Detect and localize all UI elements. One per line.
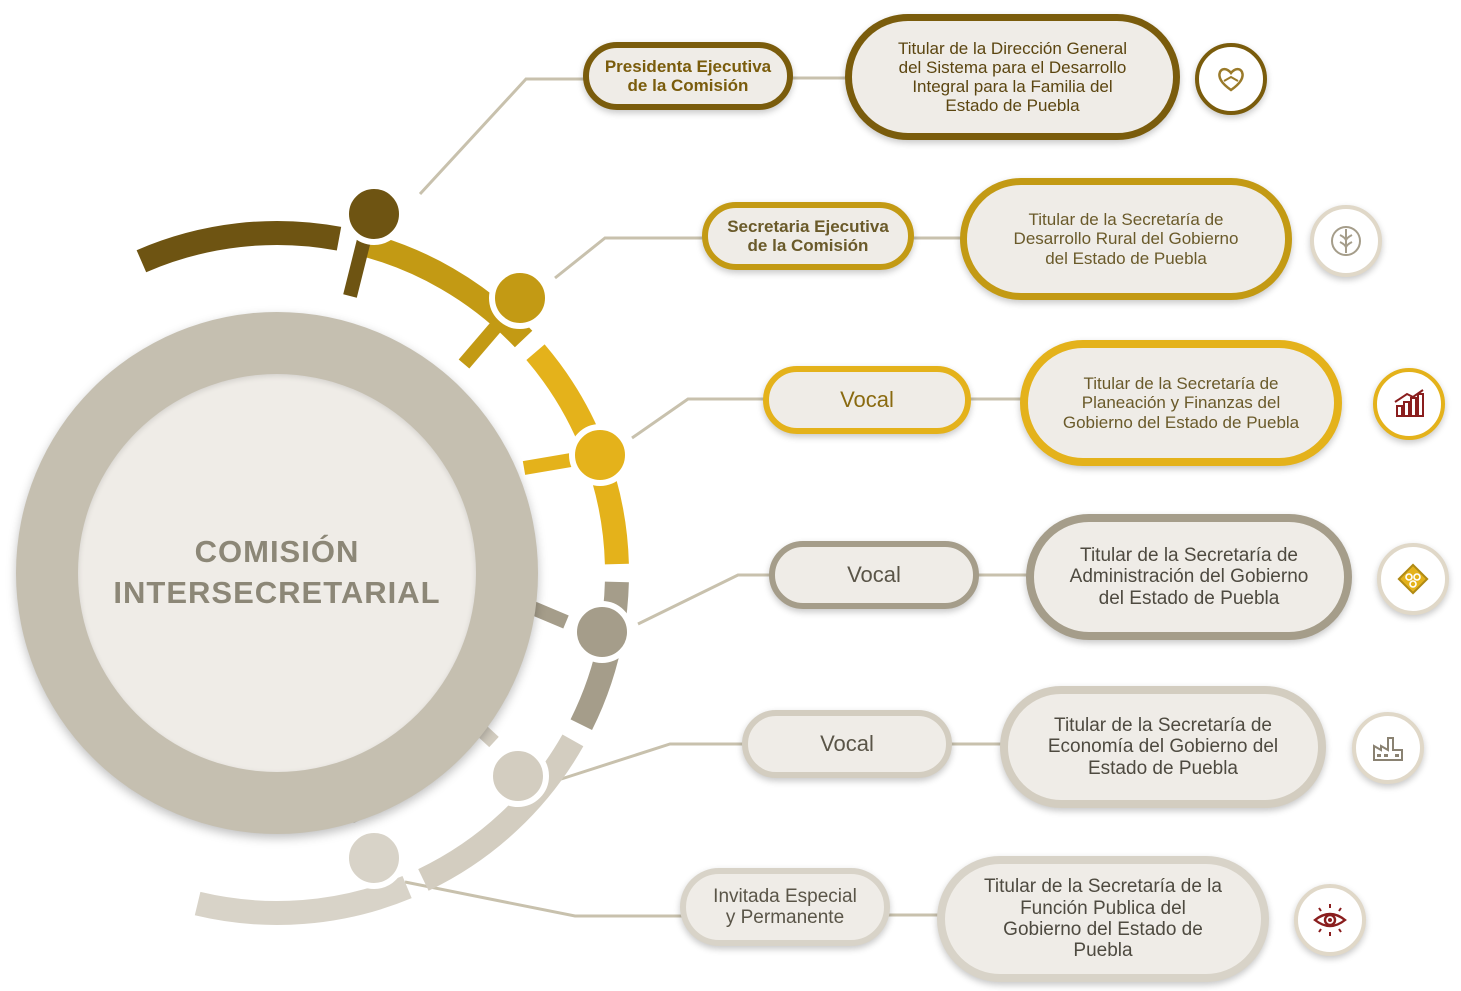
icon-badge-dif [1195,43,1267,115]
factory-icon [1373,737,1403,761]
spoke-2 [458,317,506,369]
titular-pill-funcion-publica: Titular de la Secretaría de la Función P… [937,856,1269,982]
center-title: COMISIÓN INTERSECRETARIAL [78,374,476,772]
titular-pill-economia: Titular de la Secretaría de Economía del… [1000,686,1326,808]
center-title-line-2: INTERSECRETARIAL [113,575,441,610]
titular-line: Administración del Gobierno [1069,566,1309,588]
titular-line: Gobierno del Estado de [1003,919,1203,940]
titular-line: Gobierno del Estado de Puebla [1062,412,1300,432]
titular-line: Estado de Puebla [1087,757,1238,779]
titular-line: del Estado de Puebla [1045,248,1207,268]
icon-badge-funcion-publica [1294,884,1366,956]
titular-line: Titular de la Secretaría de [1080,545,1298,567]
titular-line: Titular de la Secretaría de [1083,374,1279,394]
role-line: y Permanente [725,907,845,928]
titular-pill-administracion: Titular de la Secretaría de Administraci… [1026,514,1352,640]
role-line: Vocal [847,561,901,587]
heart-hands-icon [1218,67,1244,92]
arc-segment [418,734,584,891]
arc-dot-3 [569,424,631,486]
role-pill-presidenta: Presidenta Ejecutiva de la Comisión [583,42,793,110]
role-line: Secretaria Ejecutiva [727,216,889,236]
role-line: Presidenta Ejecutiva [604,56,772,76]
arc-segment [194,875,412,925]
connector-vocal-2 [637,573,778,626]
center-ring: COMISIÓN INTERSECRETARIAL [16,312,538,834]
role-pill-invitada: Invitada Especial y Permanente [680,868,890,946]
connector-vocal-1 [631,397,773,440]
titular-line: Función Publica del [1020,897,1186,919]
titular-line: Planeación y Finanzas del [1081,393,1281,413]
titular-line: Titular de la Dirección General [898,38,1127,58]
arc-dots [343,183,633,889]
role-pill-vocal-2: Vocal [769,541,979,609]
arc-segment [136,221,342,273]
admin-gears-icon [1397,563,1429,595]
connector-vocal-3 [554,742,750,783]
icon-badge-administracion [1377,543,1449,615]
role-pill-vocal-3: Vocal [742,710,952,778]
center-title-line-1: COMISIÓN [194,534,360,570]
titular-line: Estado de Puebla [945,96,1080,116]
titular-line: del Sistema para el Desarrollo [898,57,1127,77]
arc-dot-5 [487,745,549,807]
role-line: Vocal [820,730,874,756]
titular-pill-planeacion: Titular de la Secretaría de Planeación y… [1020,340,1342,466]
titular-line: Integral para la Familia del [912,77,1113,96]
arc-dot-4 [571,601,633,663]
role-line: de la Comisión [627,76,749,95]
arc-dot-1 [343,183,405,245]
titular-line: Economía del Gobierno del [1047,736,1279,758]
icon-badge-planeacion [1373,368,1445,440]
titular-line: del Estado de Puebla [1098,587,1280,609]
icon-badge-desarrollo-rural [1310,205,1382,277]
connector-secretaria [554,236,712,280]
titular-line: Puebla [1073,940,1133,962]
arc-dot-2 [489,267,551,329]
connector-presidenta [418,77,592,196]
arc-dot-6 [343,827,405,889]
role-line: de la Comisión [747,236,869,255]
role-line: Invitada Especial [713,885,857,907]
titular-pill-desarrollo-rural: Titular de la Secretaría de Desarrollo R… [960,178,1292,300]
titular-line: Titular de la Secretaría de [1028,210,1224,230]
titular-line: Titular de la Secretaría de la [984,876,1222,898]
spoke-3 [522,453,573,475]
titular-pill-dif: Titular de la Dirección General del Sist… [845,14,1180,140]
role-pill-secretaria: Secretaria Ejecutiva de la Comisión [702,202,914,270]
role-line: Vocal [840,386,894,412]
titular-line: Titular de la Secretaría de [1054,715,1272,737]
icon-badge-economia [1352,712,1424,784]
growth-chart-icon [1394,389,1424,417]
eye-icon [1313,904,1347,936]
wheat-icon [1331,226,1361,256]
role-pill-vocal-1: Vocal [763,366,971,434]
connector-invitada [404,880,688,918]
titular-line: Desarrollo Rural del Gobierno [1013,229,1239,249]
